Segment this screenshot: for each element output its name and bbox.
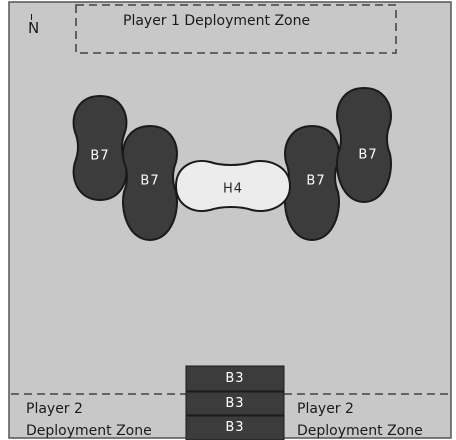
player1-deployment-zone [75,4,397,54]
terrain-center-label: H4 [222,181,244,197]
block-1-label: B3 [225,371,245,386]
terrain-left-inner [122,124,178,242]
terrain-left-outer-label: B7 [90,148,110,164]
terrain-left-inner-label: B7 [140,173,160,189]
player1-zone-label: Player 1 Deployment Zone [123,13,311,29]
block-2-label: B3 [225,396,245,411]
block-2 [185,391,285,416]
terrain-left-outer [72,94,128,202]
board-background [8,1,452,439]
player2-right-label-line2: Deployment Zone [297,423,423,439]
terrain-right-outer [336,86,392,204]
terrain-center [174,160,292,212]
block-3 [185,415,285,440]
terrain-right-outer-label: B7 [358,147,378,163]
player2-right-label-line1: Player 2 [297,401,354,417]
player2-left-label-line1: Player 2 [26,401,83,417]
north-marker: N [28,14,40,37]
terrain-right-inner-label: B7 [306,173,326,189]
block-3-label: B3 [225,420,245,435]
block-1 [185,365,285,392]
player2-left-label-line2: Deployment Zone [26,423,152,439]
